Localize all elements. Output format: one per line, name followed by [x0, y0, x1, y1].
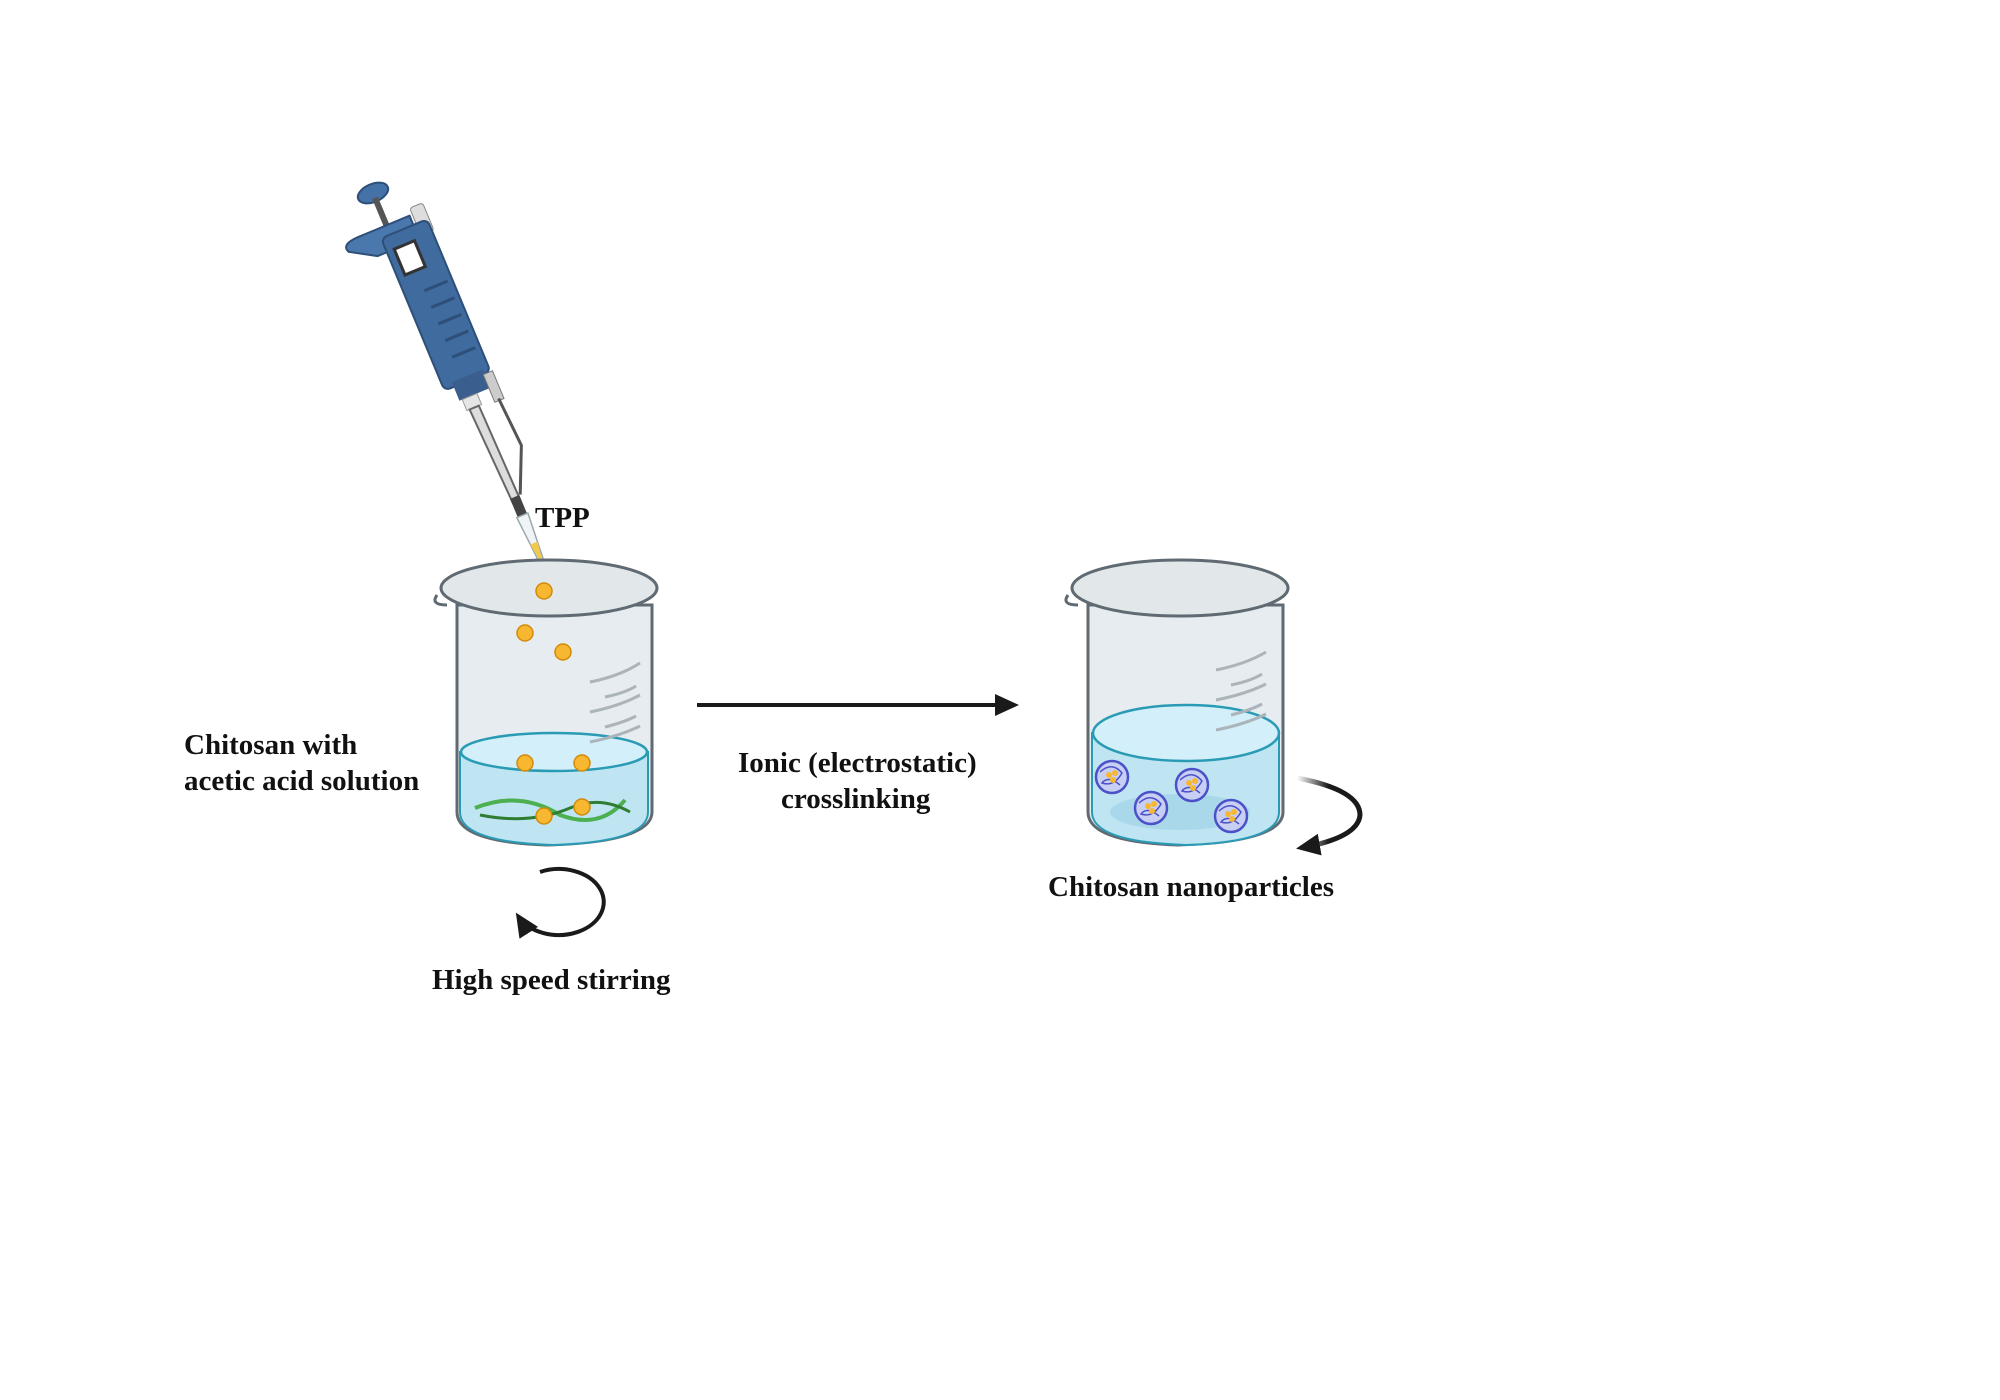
- chitosan-strand-icon: [474, 798, 631, 822]
- reagent-label: TPP: [535, 502, 590, 534]
- product-label: Chitosan nanoparticles: [1048, 871, 1335, 903]
- nanoparticle-icons: [1094, 759, 1249, 834]
- start-solution-label-line1: Chitosan with: [184, 729, 358, 761]
- beaker-nanoparticles: [1064, 558, 1290, 847]
- rotation-arrow-icon: [1296, 775, 1363, 856]
- tpp-droplets: [516, 582, 591, 825]
- process-label-line2: crosslinking: [781, 783, 931, 815]
- pipette-icon: [345, 181, 547, 568]
- start-solution-label-line2: acetic acid solution: [184, 765, 420, 797]
- stirring-arrow-icon: [515, 867, 606, 939]
- beaker-chitosan-solution: [433, 558, 659, 847]
- stirring-label: High speed stirring: [432, 964, 671, 996]
- process-label-line1: Ionic (electrostatic): [738, 747, 977, 779]
